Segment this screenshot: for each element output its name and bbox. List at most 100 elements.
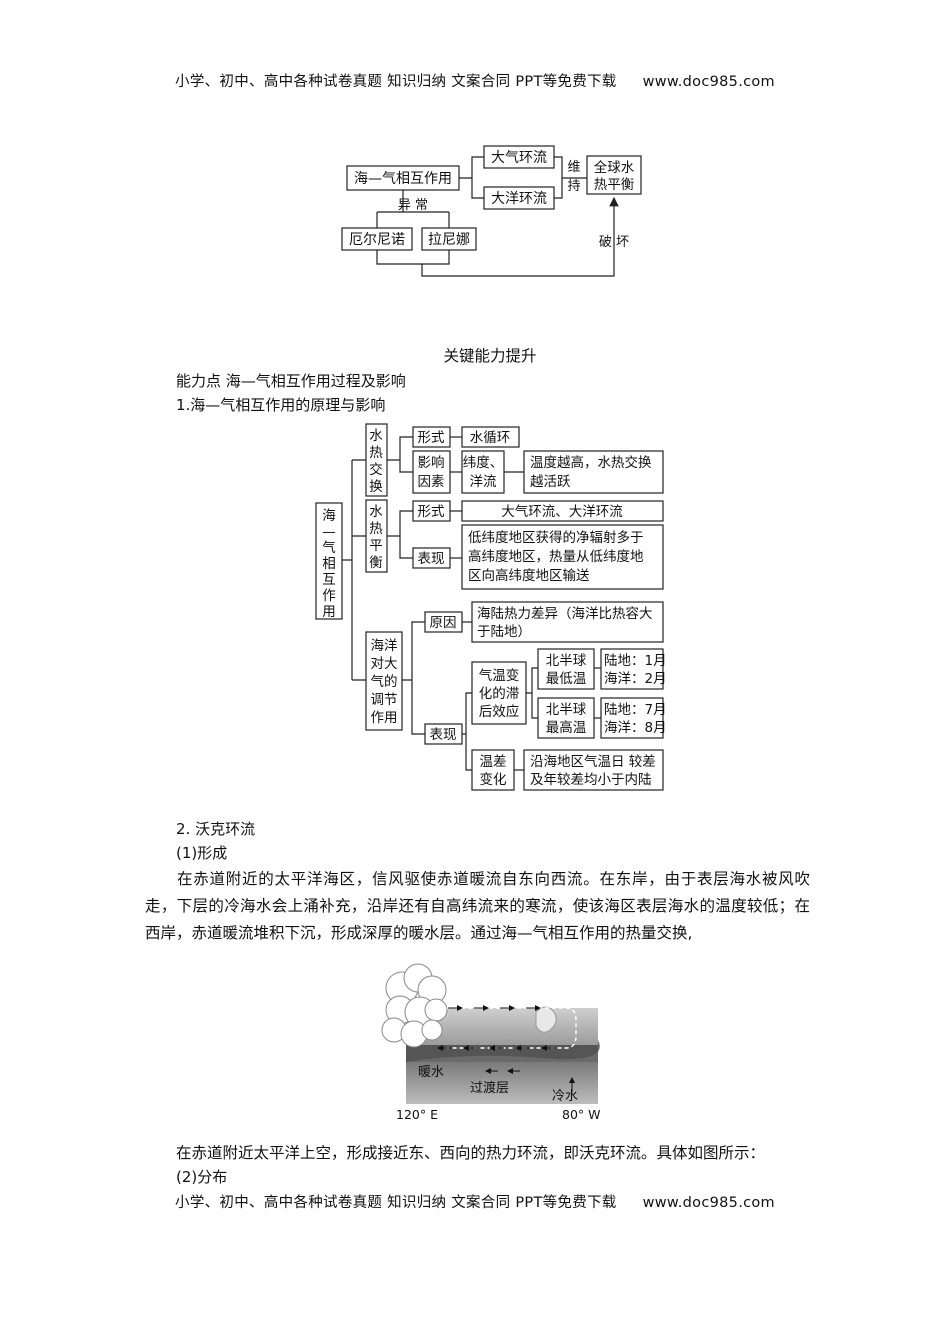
- box-air-sea-label: 海—气相互作用: [354, 171, 452, 187]
- page-header: 小学、初中、高中各种试卷真题 知识归纳 文案合同 PPT等免费下载 www.doc…: [0, 70, 950, 91]
- lag-connectors: [526, 667, 538, 719]
- svg-text:气的: 气的: [371, 674, 398, 690]
- elnino-label: 厄尔尼诺: [349, 232, 405, 248]
- b2-connectors: [387, 510, 413, 559]
- svg-text:平: 平: [369, 538, 383, 554]
- land-sea-1: 海陆热力差异（海洋比热容大: [477, 605, 653, 622]
- svg-text:对大: 对大: [371, 656, 398, 672]
- b2-form-label: 形式: [418, 504, 445, 520]
- header-text: 小学、初中、高中各种试卷真题 知识归纳 文案合同 PPT等免费下载: [175, 74, 617, 90]
- radiation-3: 区向高纬度地区输送: [468, 567, 590, 584]
- svg-text:互: 互: [322, 572, 336, 588]
- footer-site: www.doc985.com: [642, 1195, 775, 1211]
- ability-point: 能力点 海—气相互作用过程及影响: [176, 372, 406, 390]
- warm-water-label: 暖水: [418, 1065, 444, 1080]
- page-footer: 小学、初中、高中各种试卷真题 知识归纳 文案合同 PPT等免费下载 www.doc…: [0, 1191, 950, 1212]
- svg-text:用: 用: [322, 604, 336, 620]
- box-latitude-current: [461, 450, 505, 494]
- subheading-2-1: (1)形成: [176, 844, 228, 862]
- svg-text:海洋: 海洋: [371, 638, 398, 654]
- cold-water-label: 冷水: [552, 1089, 578, 1104]
- range-desc-1: 沿海地区气温日 较差: [530, 754, 656, 770]
- walker-arrows: [437, 1005, 575, 1092]
- low-land: 陆地：1月: [604, 653, 667, 669]
- temp-effect-2: 越活跃: [530, 474, 571, 490]
- balance-2: 热平衡: [594, 177, 635, 193]
- maintain-1: 维: [567, 160, 580, 175]
- range-desc-2: 及年较差均小于内陆: [530, 772, 652, 788]
- svg-text:衡: 衡: [369, 555, 383, 571]
- land-sea-2: 于陆地）: [477, 624, 531, 640]
- temp-effect-1: 温度越高，水热交换: [530, 454, 652, 471]
- thermocline: [406, 1040, 600, 1062]
- transition-label: 过渡层: [470, 1080, 509, 1096]
- b1-factor-2: 因素: [418, 474, 445, 490]
- lag-3: 后效应: [479, 703, 520, 720]
- svg-text:水: 水: [369, 428, 383, 444]
- b1-form-label: 形式: [418, 430, 445, 446]
- footer-text: 小学、初中、高中各种试卷真题 知识归纳 文案合同 PPT等免费下载: [175, 1195, 617, 1211]
- current-label: 洋流: [470, 474, 497, 490]
- heat-balance-label: 水 热 平 衡: [369, 504, 383, 571]
- connector-abnormal: [376, 190, 450, 228]
- b2-show-label: 表现: [418, 551, 445, 567]
- latitude-label: 纬度、: [463, 455, 504, 471]
- root-connectors: [342, 459, 366, 681]
- box-north-low: [537, 648, 595, 690]
- ocean-regulation-label: 海洋 对大 气的 调节 作用: [371, 638, 398, 726]
- svg-text:相: 相: [322, 556, 336, 572]
- svg-text:热: 热: [369, 521, 383, 537]
- connector-destroy: [376, 196, 619, 277]
- root-label: 海 — 气 相 互 作 用: [322, 508, 336, 620]
- box-b1-factor: [412, 450, 451, 494]
- low-sea: 海洋：2月: [604, 671, 667, 687]
- box-lag-effect: [471, 661, 527, 725]
- radiation-1: 低纬度地区获得的净辐射多于: [468, 529, 644, 546]
- box-ocean-regulation: [365, 631, 403, 731]
- lon-east-label: 80° W: [562, 1107, 601, 1122]
- section-title: 关键能力提升: [443, 347, 537, 365]
- svg-text:热: 热: [369, 445, 383, 461]
- svg-text:海: 海: [322, 508, 336, 524]
- lanina-label: 拉尼娜: [428, 232, 470, 248]
- lag-2: 化的滞: [479, 686, 520, 702]
- box-high-months: [600, 697, 664, 739]
- range-1: 温差: [480, 754, 507, 770]
- abnormal-label: 异 常: [398, 198, 428, 213]
- connector-lanina: [422, 250, 450, 265]
- svg-text:交: 交: [369, 461, 383, 478]
- balance-1: 全球水: [594, 159, 635, 176]
- maintain-2: 持: [567, 179, 580, 194]
- radiation-2: 高纬度地区，热量从低纬度地: [468, 548, 644, 565]
- lon-west-label: 120° E: [396, 1107, 438, 1122]
- high-sea: 海洋：8月: [604, 720, 667, 736]
- box-circulations: [461, 500, 664, 522]
- svg-text:水: 水: [369, 504, 383, 520]
- subheading-1: 1.海—气相互作用的原理与影响: [176, 396, 386, 414]
- header-site: www.doc985.com: [642, 74, 775, 90]
- north-low-1: 北半球: [546, 653, 587, 669]
- ocean-body: [406, 1062, 598, 1104]
- subheading-2-2: (2)分布: [176, 1168, 228, 1186]
- subheading-2: 2. 沃克环流: [176, 820, 256, 838]
- walker-intro: 在赤道附近太平洋上空，形成接近东、西向的热力环流，即沃克环流。具体如图所示：: [176, 1144, 766, 1162]
- box-north-high: [537, 697, 595, 739]
- circulations-label: 大气环流、大洋环流: [501, 504, 623, 520]
- water-cycle-label: 水循环: [470, 430, 511, 446]
- ocean-label: 大洋环流: [491, 191, 547, 207]
- b1-connectors: [387, 436, 413, 473]
- svg-text:调节: 调节: [371, 692, 398, 708]
- svg-text:换: 换: [369, 479, 383, 495]
- north-high-2: 最高温: [546, 719, 587, 736]
- b3-cause-label: 原因: [430, 615, 457, 631]
- box-range-desc: [523, 749, 664, 791]
- box-root: [315, 502, 343, 620]
- range-2: 变化: [480, 772, 507, 788]
- destroy-label: 破 坏: [599, 235, 629, 250]
- concept-diagram-top: 海—气相互作用 大气环流 大洋环流 维 持 全球水 热平衡 异 常 厄尔尼诺 拉…: [341, 145, 642, 277]
- svg-text:气: 气: [322, 540, 336, 556]
- svg-text:作: 作: [322, 588, 336, 604]
- b3-show-connectors: [462, 692, 472, 771]
